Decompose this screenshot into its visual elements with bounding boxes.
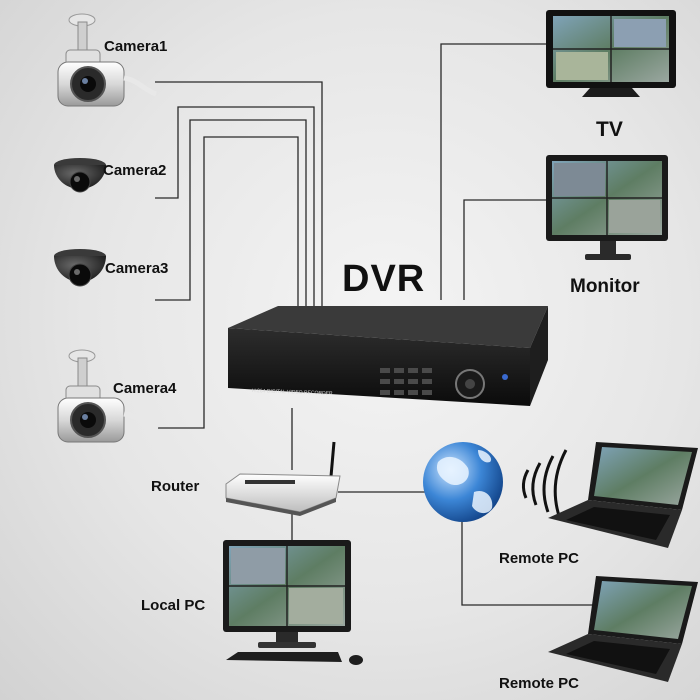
remote-pc-1-label: Remote PC	[499, 550, 580, 567]
remote-pc-2-laptop-icon	[548, 576, 698, 682]
monitor-label: Monitor	[570, 276, 640, 297]
local-pc-desktop-pc-icon	[223, 540, 363, 665]
camera3-dome-camera-icon	[54, 249, 106, 287]
camera3-cable	[155, 119, 307, 307]
globe-icon	[423, 442, 503, 522]
tv-icon	[546, 10, 676, 97]
camera2-label: Camera2	[103, 162, 167, 179]
router-label: Router	[151, 478, 200, 495]
display-cables	[440, 43, 548, 300]
camera4-bullet-camera-icon	[57, 349, 159, 443]
local-pc-label: Local PC	[141, 597, 206, 614]
wifi-signal-icon	[521, 449, 568, 520]
camera2-dome-camera-icon	[54, 158, 106, 193]
camera3-label: Camera3	[105, 260, 169, 277]
monitor-cable	[463, 199, 548, 300]
dvr-panel-text: H.264 DIGITAL VIDEO RECORDER	[252, 388, 333, 397]
monitor-icon	[546, 155, 668, 260]
dvr-buttons	[380, 368, 432, 395]
camera1-cable	[155, 81, 323, 307]
camera2-cable	[155, 106, 315, 307]
router-icon	[225, 441, 341, 516]
camera1-label: Camera1	[104, 38, 168, 55]
camera4-label: Camera4	[113, 380, 177, 397]
internet-remotepc2-cable	[461, 520, 593, 606]
network-cables	[291, 408, 593, 606]
tv-label: TV	[596, 118, 623, 141]
remote-pc-1-laptop-icon	[548, 442, 698, 548]
dvr-recorder-icon: H.264 DIGITAL VIDEO RECORDER	[228, 306, 548, 406]
dvr-title: DVR	[342, 258, 426, 300]
camera1-bullet-camera-icon	[57, 13, 157, 107]
camera4-cable	[158, 136, 299, 429]
camera-cables	[155, 81, 323, 429]
remote-pc-2-label: Remote PC	[499, 675, 580, 692]
tv-cable	[440, 43, 548, 300]
